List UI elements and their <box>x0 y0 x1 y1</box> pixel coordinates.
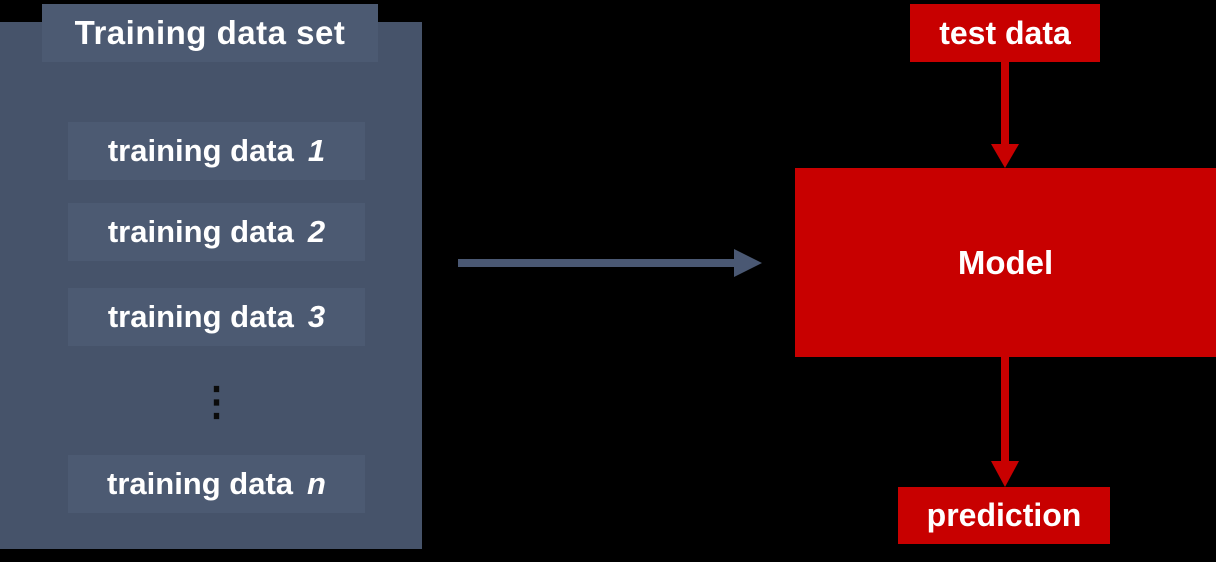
model-to-prediction-arrow-head <box>991 461 1019 487</box>
prediction-box: prediction <box>898 487 1110 544</box>
training-to-model-arrow-shaft <box>458 259 734 267</box>
model-label: Model <box>957 243 1054 281</box>
test-data-to-model-arrow-head <box>991 144 1019 168</box>
training-data-item-3: training data 3 <box>68 288 365 346</box>
training-data-item-1: training data 1 <box>68 122 365 180</box>
training-data-item-label: training data <box>107 214 294 249</box>
training-data-item-index: 1 <box>307 133 326 168</box>
training-data-item-index: 3 <box>307 299 326 334</box>
training-data-set-title-label: Training data set <box>74 14 346 51</box>
model-box: Model <box>795 168 1216 357</box>
training-data-item-label: training data <box>107 133 294 168</box>
test-data-label: test data <box>939 14 1071 51</box>
training-to-model-arrow-head <box>734 249 762 277</box>
test-data-box: test data <box>910 4 1100 62</box>
model-to-prediction-arrow-shaft <box>1001 357 1009 461</box>
training-data-set-title: Training data set <box>42 4 378 62</box>
training-data-item-index: n <box>307 466 326 501</box>
training-data-item-index: 2 <box>307 214 326 249</box>
training-data-item-n: training data n <box>68 455 365 513</box>
test-data-to-model-arrow-shaft <box>1001 62 1009 144</box>
training-data-item-2: training data 2 <box>68 203 365 261</box>
vertical-ellipsis: ⋮ <box>196 380 237 424</box>
prediction-label: prediction <box>926 497 1082 533</box>
training-data-item-label: training data <box>107 466 294 501</box>
training-data-item-label: training data <box>107 299 294 334</box>
